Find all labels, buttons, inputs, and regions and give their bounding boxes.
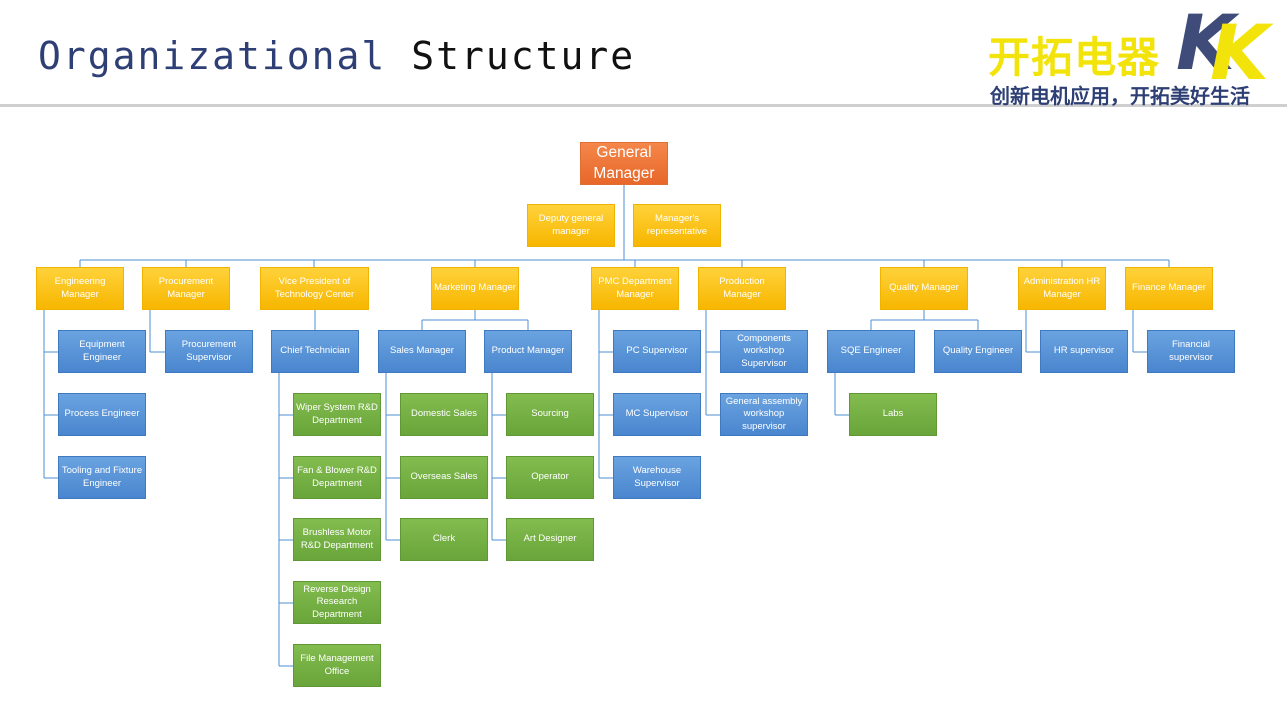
node-production-manager: Production Manager [698, 267, 786, 310]
node-operator: Operator [506, 456, 594, 499]
title-part-1: Organizational [38, 34, 387, 78]
node-financial-supervisor: Financial supervisor [1147, 330, 1235, 373]
node-sales-manager: Sales Manager [378, 330, 466, 373]
node-managers-representative: Manager's representative [633, 204, 721, 247]
node-administration-hr-manager: Administration HR Manager [1018, 267, 1106, 310]
node-components-workshop-supervisor: Components workshop Supervisor [720, 330, 808, 373]
node-pmc-department-manager: PMC Department Manager [591, 267, 679, 310]
logo-name-cn: 开拓电器 [988, 33, 1161, 82]
node-hr-supervisor: HR supervisor [1040, 330, 1128, 373]
node-sourcing: Sourcing [506, 393, 594, 436]
node-marketing-manager: Marketing Manager [431, 267, 519, 310]
node-engineering-manager: Engineering Manager [36, 267, 124, 310]
node-sqe-engineer: SQE Engineer [827, 330, 915, 373]
node-product-manager: Product Manager [484, 330, 572, 373]
node-deputy-general-manager: Deputy general manager [527, 204, 615, 247]
node-brushless-motor-rd: Brushless Motor R&D Department [293, 518, 381, 561]
node-procurement-supervisor: Procurement Supervisor [165, 330, 253, 373]
node-process-engineer: Process Engineer [58, 393, 146, 436]
node-equipment-engineer: Equipment Engineer [58, 330, 146, 373]
node-clerk: Clerk [400, 518, 488, 561]
node-domestic-sales: Domestic Sales [400, 393, 488, 436]
node-wiper-system-rd: Wiper System R&D Department [293, 393, 381, 436]
node-art-designer: Art Designer [506, 518, 594, 561]
node-labs: Labs [849, 393, 937, 436]
node-general-manager: General Manager [580, 142, 668, 185]
node-fan-blower-rd: Fan & Blower R&D Department [293, 456, 381, 499]
title-part-2: Structure [411, 34, 636, 78]
node-finance-manager: Finance Manager [1125, 267, 1213, 310]
page-title: Organizational Structure [38, 34, 635, 78]
node-quality-manager: Quality Manager [880, 267, 968, 310]
node-reverse-design-research: Reverse Design Research Department [293, 581, 381, 624]
node-overseas-sales: Overseas Sales [400, 456, 488, 499]
node-mc-supervisor: MC Supervisor [613, 393, 701, 436]
logo-k-mark-navy: K [1176, 0, 1235, 87]
node-quality-engineer: Quality Engineer [934, 330, 1022, 373]
logo-k-mark-yellow: K [1210, 8, 1269, 97]
node-vp-technology-center: Vice President of Technology Center [260, 267, 369, 310]
node-warehouse-supervisor: Warehouse Supervisor [613, 456, 701, 499]
logo-slogan: 创新电机应用，开拓美好生活 [990, 84, 1250, 108]
node-file-management-office: File Management Office [293, 644, 381, 687]
node-procurement-manager: Procurement Manager [142, 267, 230, 310]
node-pc-supervisor: PC Supervisor [613, 330, 701, 373]
node-general-assembly-workshop-supervisor: General assembly workshop supervisor [720, 393, 808, 436]
node-chief-technician: Chief Technician [271, 330, 359, 373]
title-divider [0, 104, 1287, 107]
node-tooling-fixture-engineer: Tooling and Fixture Engineer [58, 456, 146, 499]
